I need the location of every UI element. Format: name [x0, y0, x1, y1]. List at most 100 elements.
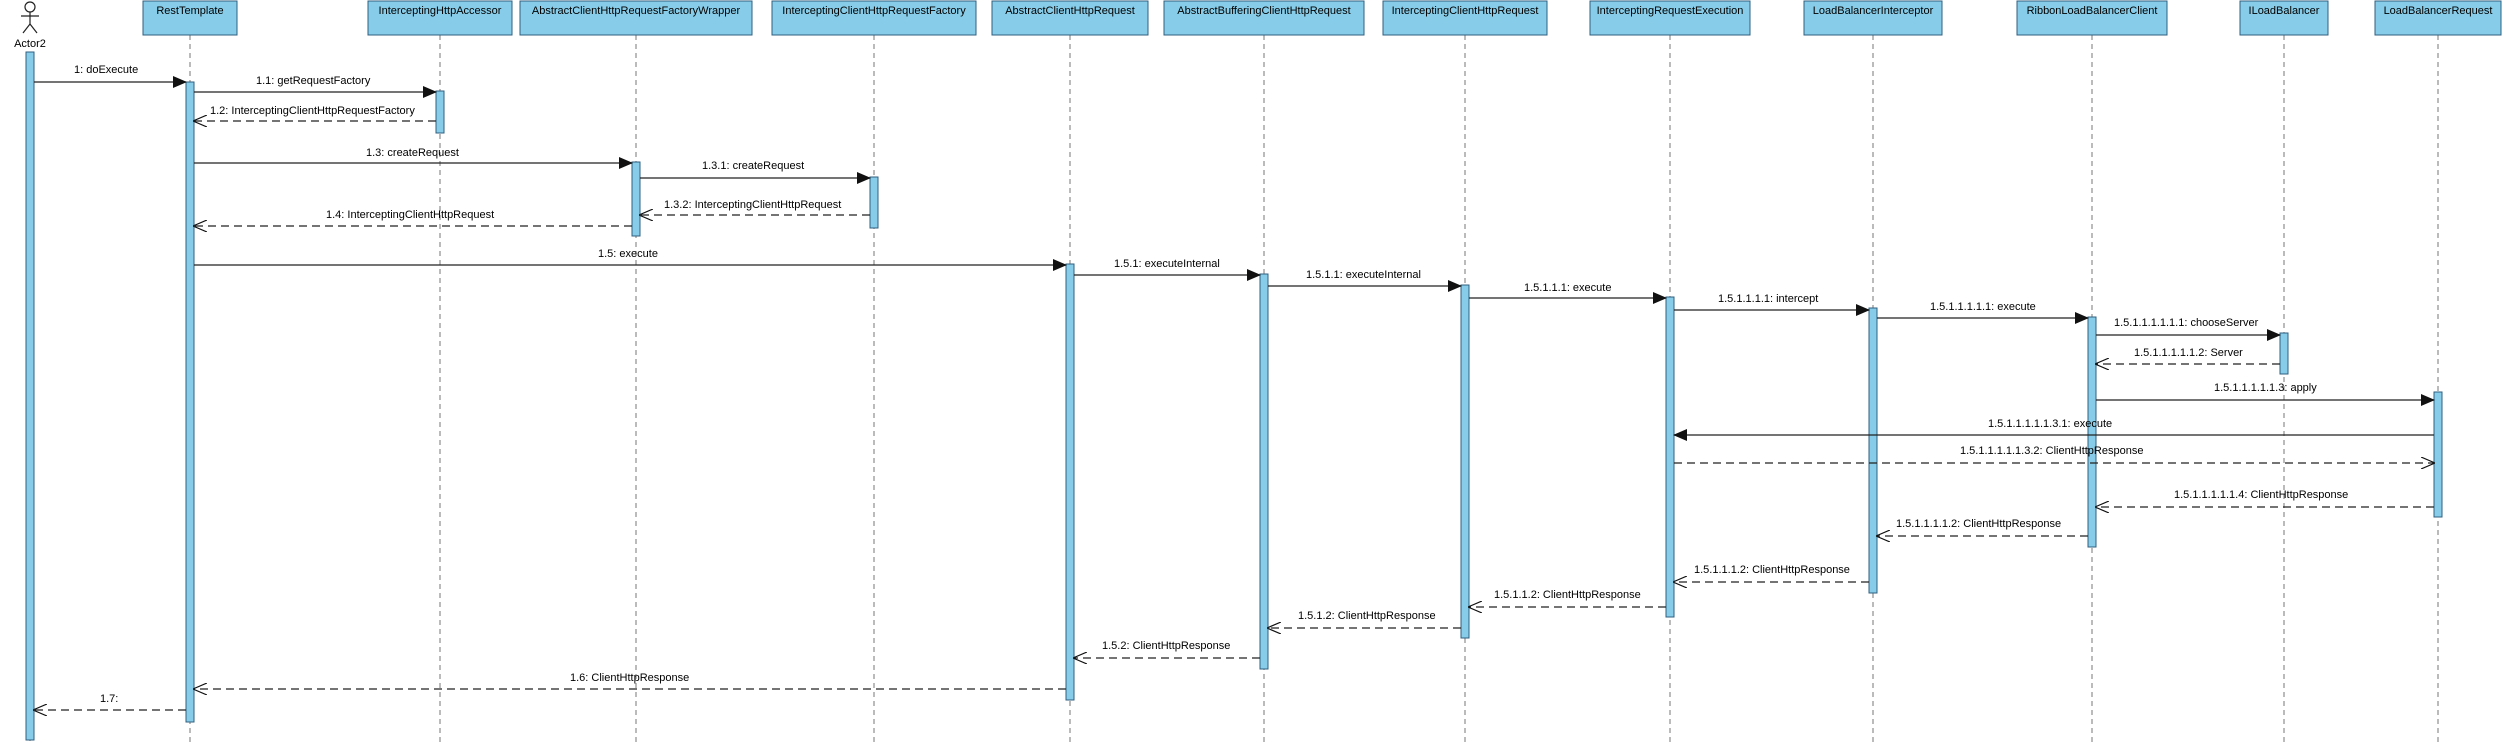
message-label: 1.5.1.1.2: ClientHttpResponse	[1494, 589, 1641, 601]
lifeline-label: LoadBalancerRequest	[2384, 5, 2493, 17]
message-execute-callback[interactable]: 1.5.1.1.1.1.1.3.1: execute	[1673, 418, 2434, 441]
message-return-clienthttpresponse-1[interactable]: 1.5.1.1.1.1.1.3.2: ClientHttpResponse	[1674, 445, 2434, 463]
message-createrequest-nested[interactable]: 1.3.1: createRequest	[640, 160, 871, 184]
message-label: 1.5: execute	[598, 248, 658, 260]
lifeline-label: InterceptingRequestExecution	[1597, 5, 1744, 17]
lifeline-label: InterceptingHttpAccessor	[379, 5, 502, 17]
message-getrequestfactory[interactable]: 1.1: getRequestFactory	[194, 75, 437, 98]
message-label: 1.5.1.1.1.1.1: execute	[1930, 301, 2036, 313]
message-intercept[interactable]: 1.5.1.1.1.1: intercept	[1674, 293, 1870, 316]
message-label: 1.3: createRequest	[366, 147, 459, 159]
actor[interactable]: Actor2	[14, 1, 46, 745]
message-return-clienthttpresponse-8[interactable]: 1.6: ClientHttpResponse	[194, 672, 1066, 689]
lifeline-label: AbstractClientHttpRequest	[1005, 5, 1135, 17]
message-label: 1.5.1.1.1.1.1.3: apply	[2214, 382, 2317, 394]
message-label: 1.2: InterceptingClientHttpRequestFactor…	[210, 105, 415, 117]
activation-abstractbufferingclienthttprequest	[1259, 273, 1269, 670]
lifeline-box	[2374, 0, 2502, 36]
lifeline-box	[771, 0, 977, 36]
message-doexecute[interactable]: 1: doExecute	[34, 64, 187, 88]
lifeline-interceptingclienthttprequest[interactable]: InterceptingClientHttpRequest	[1382, 0, 1548, 745]
message-label: 1.5.2: ClientHttpResponse	[1102, 640, 1230, 652]
message-return-clienthttpresponse-7[interactable]: 1.5.2: ClientHttpResponse	[1074, 640, 1260, 658]
lifeline-label: InterceptingClientHttpRequestFactory	[782, 5, 966, 17]
activation-loadbalancerinterceptor	[1868, 307, 1878, 594]
message-label: 1.6: ClientHttpResponse	[570, 672, 689, 684]
activation-iloadbalancer	[2279, 332, 2289, 375]
message-label: 1.1: getRequestFactory	[256, 75, 371, 87]
message-return-interceptingclienthttprequestfactory[interactable]: 1.2: InterceptingClientHttpRequestFactor…	[194, 105, 436, 121]
lifeline-iloadbalancer[interactable]: ILoadBalancer	[2239, 0, 2329, 745]
message-execute-interceptingrequestexecution[interactable]: 1.5.1.1.1: execute	[1469, 282, 1667, 304]
activation-interceptingrequestexecution	[1665, 296, 1675, 618]
lifelines: RestTemplate InterceptingHttpAccessor Ab…	[142, 0, 2502, 745]
actor-activation	[25, 51, 35, 741]
lifeline-label: ILoadBalancer	[2249, 5, 2320, 17]
message-return-final[interactable]: 1.7:	[34, 693, 186, 710]
message-return-interceptingclienthttprequest[interactable]: 1.3.2: InterceptingClientHttpRequest	[640, 199, 870, 215]
message-return-clienthttpresponse-5[interactable]: 1.5.1.1.2: ClientHttpResponse	[1469, 589, 1666, 607]
lifeline-label: RibbonLoadBalancerClient	[2027, 5, 2158, 17]
activation-ribbonloadbalancerclient	[2087, 316, 2097, 548]
message-label: 1: doExecute	[74, 64, 138, 76]
lifeline-box	[142, 0, 238, 36]
message-label: 1.5.1.1: executeInternal	[1306, 269, 1421, 281]
lifeline-loadbalancerrequest[interactable]: LoadBalancerRequest	[2374, 0, 2502, 745]
actor-name: Actor2	[14, 38, 46, 50]
message-createrequest[interactable]: 1.3: createRequest	[194, 147, 633, 169]
message-executeinternal[interactable]: 1.5.1: executeInternal	[1074, 258, 1261, 281]
message-label: 1.3.1: createRequest	[702, 160, 804, 172]
lifeline-box	[519, 0, 753, 36]
activation-abstractclienthttprequestfactorywrapper	[631, 161, 641, 237]
message-return-clienthttpresponse-2[interactable]: 1.5.1.1.1.1.1.4: ClientHttpResponse	[2096, 489, 2434, 507]
message-label: 1.5.1: executeInternal	[1114, 258, 1220, 270]
activations	[185, 81, 2443, 723]
activation-interceptinghttpaccessor	[435, 90, 445, 134]
lifeline-label: AbstractBufferingClientHttpRequest	[1177, 5, 1350, 17]
message-label: 1.5.1.1.1.1.1.4: ClientHttpResponse	[2174, 489, 2348, 501]
message-return-clienthttpresponse-6[interactable]: 1.5.1.2: ClientHttpResponse	[1268, 610, 1461, 628]
message-execute-ribbon[interactable]: 1.5.1.1.1.1.1: execute	[1877, 301, 2089, 324]
message-apply[interactable]: 1.5.1.1.1.1.1.3: apply	[2096, 382, 2435, 406]
message-return-clienthttpresponse-4[interactable]: 1.5.1.1.1.2: ClientHttpResponse	[1674, 564, 1869, 582]
lifeline-abstractbufferingclienthttprequest[interactable]: AbstractBufferingClientHttpRequest	[1163, 0, 1365, 745]
message-label: 1.5.1.2: ClientHttpResponse	[1298, 610, 1436, 622]
message-return-clienthttpresponse-3[interactable]: 1.5.1.1.1.1.2: ClientHttpResponse	[1877, 518, 2088, 536]
message-return-server[interactable]: 1.5.1.1.1.1.1.2: Server	[2096, 347, 2280, 364]
lifeline-box	[1382, 0, 1548, 36]
message-label: 1.5.1.1.1.1.1.3.1: execute	[1988, 418, 2112, 430]
message-chooseserver[interactable]: 1.5.1.1.1.1.1.1: chooseServer	[2096, 317, 2281, 341]
lifeline-loadbalancerinterceptor[interactable]: LoadBalancerInterceptor	[1803, 0, 1943, 745]
lifeline-label: InterceptingClientHttpRequest	[1392, 5, 1539, 17]
lifeline-label: RestTemplate	[156, 5, 223, 17]
message-label: 1.5.1.1.1.1.1.2: Server	[2134, 347, 2243, 359]
activation-loadbalancerrequest	[2433, 391, 2443, 518]
lifeline-interceptingclienthttprequestfactory[interactable]: InterceptingClientHttpRequestFactory	[771, 0, 977, 745]
message-return-interceptingclienthttprequest-2[interactable]: 1.4: InterceptingClientHttpRequest	[194, 209, 632, 226]
lifeline-box	[1163, 0, 1365, 36]
activation-abstractclienthttprequest	[1065, 263, 1075, 701]
message-label: 1.5.1.1.1.2: ClientHttpResponse	[1694, 564, 1850, 576]
message-label: 1.5.1.1.1: execute	[1524, 282, 1611, 294]
message-label: 1.7:	[100, 693, 118, 705]
lifeline-label: LoadBalancerInterceptor	[1813, 5, 1934, 17]
lifeline-box	[367, 0, 513, 36]
message-execute[interactable]: 1.5: execute	[194, 248, 1067, 271]
lifeline-box	[991, 0, 1149, 36]
messages: 1: doExecute 1.1: getRequestFactory 1.2:…	[34, 64, 2435, 710]
activation-interceptingclienthttprequest	[1460, 284, 1470, 639]
lifeline-box	[2016, 0, 2168, 36]
message-executeinternal-nested[interactable]: 1.5.1.1: executeInternal	[1268, 269, 1462, 292]
message-label: 1.3.2: InterceptingClientHttpRequest	[664, 199, 841, 211]
lifeline-abstractclienthttprequestfactorywrapper[interactable]: AbstractClientHttpRequestFactoryWrapper	[519, 0, 753, 745]
message-label: 1.5.1.1.1.1: intercept	[1718, 293, 1818, 305]
lifeline-box	[2239, 0, 2329, 36]
lifeline-box	[1589, 0, 1751, 36]
message-label: 1.4: InterceptingClientHttpRequest	[326, 209, 494, 221]
message-label: 1.5.1.1.1.1.2: ClientHttpResponse	[1896, 518, 2061, 530]
lifeline-box	[1803, 0, 1943, 36]
lifeline-label: AbstractClientHttpRequestFactoryWrapper	[532, 5, 741, 17]
lifeline-interceptinghttpaccessor[interactable]: InterceptingHttpAccessor	[367, 0, 513, 745]
actor-figure-icon	[21, 1, 39, 34]
